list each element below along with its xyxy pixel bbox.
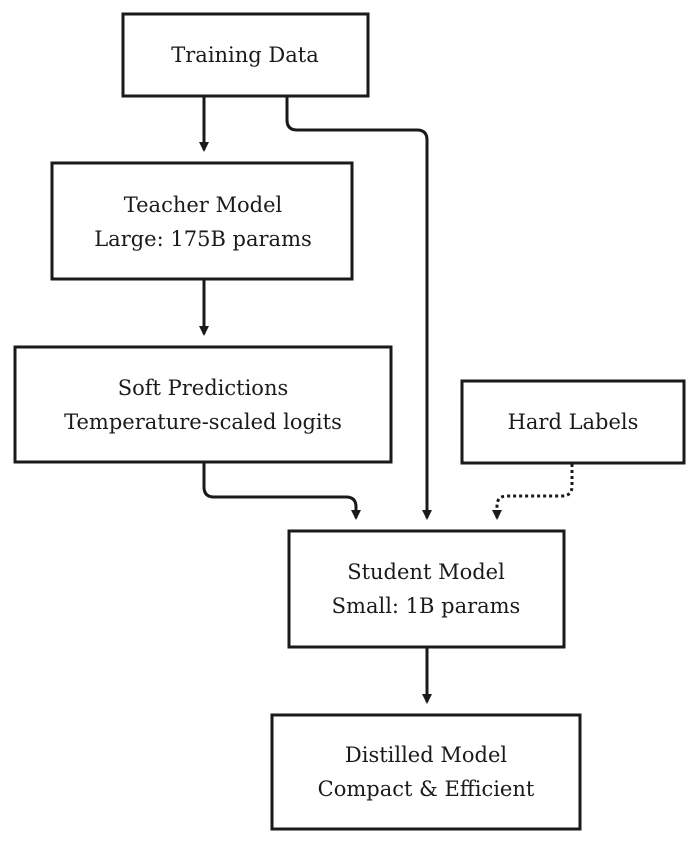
node-box bbox=[50, 161, 354, 281]
node-training-data: Training Data bbox=[121, 12, 370, 98]
node-label: Hard Labels bbox=[508, 410, 639, 434]
node-box bbox=[121, 12, 370, 98]
edge-soft-to-student bbox=[202, 463, 361, 520]
node-distilled-model: Distilled Model Compact & Efficient bbox=[270, 713, 582, 831]
node-sublabel: Compact & Efficient bbox=[318, 777, 535, 801]
node-box bbox=[287, 529, 566, 649]
node-sublabel: Large: 175B params bbox=[94, 227, 312, 251]
edge-training-to-student bbox=[285, 97, 432, 520]
edges bbox=[199, 97, 574, 704]
node-box bbox=[270, 713, 582, 831]
node-hard-labels: Hard Labels bbox=[460, 379, 686, 465]
node-sublabel: Small: 1B params bbox=[332, 594, 521, 618]
node-label: Teacher Model bbox=[124, 193, 283, 217]
node-box bbox=[460, 379, 686, 465]
node-label: Training Data bbox=[171, 43, 318, 67]
node-sublabel: Temperature-scaled logits bbox=[64, 410, 342, 434]
edge-hardlabels-to-student bbox=[492, 464, 574, 520]
node-label: Student Model bbox=[347, 560, 505, 584]
node-soft-predictions: Soft Predictions Temperature-scaled logi… bbox=[13, 345, 393, 464]
node-label: Distilled Model bbox=[345, 743, 507, 767]
node-student-model: Student Model Small: 1B params bbox=[287, 529, 566, 649]
node-box bbox=[13, 345, 393, 464]
node-label: Soft Predictions bbox=[118, 376, 289, 400]
node-teacher-model: Teacher Model Large: 175B params bbox=[50, 161, 354, 281]
